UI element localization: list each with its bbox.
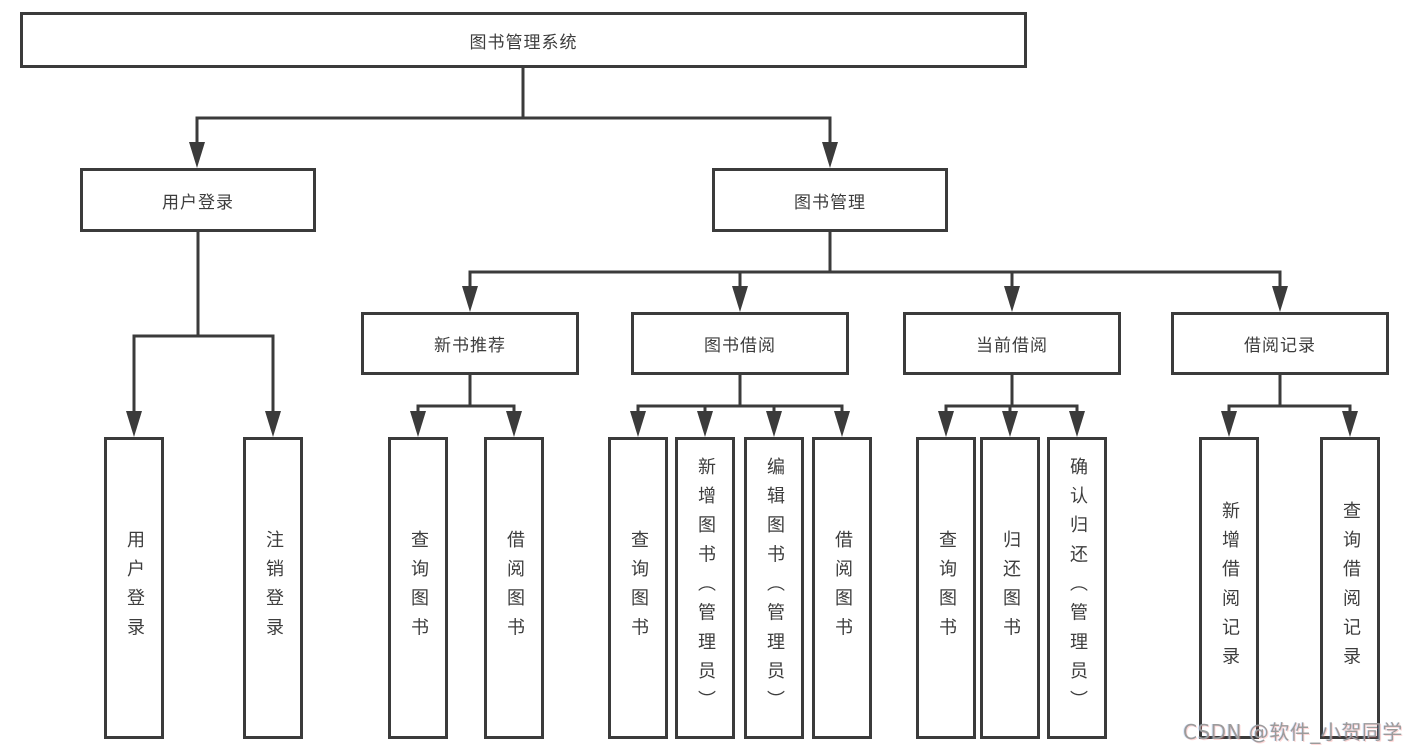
edge-root-to-level2 <box>195 68 832 146</box>
leaf-query-book-current: 查询图书 <box>916 437 976 739</box>
node-user-login-label: 用户登录 <box>162 192 234 213</box>
arrowhead <box>462 286 478 312</box>
arrowhead <box>1272 286 1288 312</box>
arrowhead <box>410 411 426 437</box>
node-borrow-records-label: 借阅记录 <box>1244 336 1316 356</box>
arrowhead <box>506 411 522 437</box>
node-borrow-records: 借阅记录 <box>1171 312 1389 375</box>
leaf-borrow-book-recommend-label: 借阅图书 <box>504 529 525 647</box>
node-book-management-label: 图书管理 <box>794 192 866 213</box>
edge-borrow-to-leaves <box>636 375 844 412</box>
leaf-return-book: 归还图书 <box>980 437 1040 739</box>
node-book-management: 图书管理 <box>712 168 948 232</box>
leaf-logout-login-label: 注销登录 <box>263 529 284 647</box>
node-root-label: 图书管理系统 <box>469 32 578 53</box>
node-current-borrow: 当前借阅 <box>903 312 1121 375</box>
leaf-add-borrow-record: 新增借阅记录 <box>1199 437 1259 739</box>
csdn-watermark: CSDN @软件_小贺同学 <box>1183 720 1403 744</box>
arrowhead <box>938 411 954 437</box>
arrowhead <box>766 411 782 437</box>
edge-userlogin-to-leaves <box>132 232 275 412</box>
leaf-add-book-admin: 新增图书（管理员） <box>675 437 735 739</box>
arrowhead <box>1002 411 1018 437</box>
edge-records-to-leaves <box>1227 375 1352 412</box>
leaf-query-borrow-record: 查询借阅记录 <box>1320 437 1380 739</box>
leaf-borrow-book: 借阅图书 <box>812 437 872 739</box>
leaf-query-borrow-record-label: 查询借阅记录 <box>1340 500 1361 676</box>
arrowhead <box>265 411 281 437</box>
arrowhead <box>822 142 838 168</box>
node-new-book-recommend-label: 新书推荐 <box>434 336 506 356</box>
node-current-borrow-label: 当前借阅 <box>976 336 1048 356</box>
leaf-borrow-book-recommend: 借阅图书 <box>484 437 544 739</box>
node-book-borrow: 图书借阅 <box>631 312 849 375</box>
arrowhead <box>189 142 205 168</box>
edge-bookmgmt-to-level3 <box>468 232 1282 290</box>
leaf-return-book-label: 归还图书 <box>1000 529 1021 647</box>
leaf-query-book-recommend-label: 查询图书 <box>408 529 429 647</box>
leaf-user-login-label: 用户登录 <box>124 529 145 647</box>
arrowhead <box>1221 411 1237 437</box>
edge-current-to-leaves <box>944 375 1079 412</box>
leaf-borrow-book-label: 借阅图书 <box>832 529 853 647</box>
leaf-confirm-return-admin-label: 确认归还（管理员） <box>1067 456 1088 720</box>
leaf-query-book-borrow: 查询图书 <box>608 437 668 739</box>
leaf-edit-book-admin: 编辑图书（管理员） <box>744 437 804 739</box>
leaf-query-book-recommend: 查询图书 <box>388 437 448 739</box>
edge-recommend-to-leaves <box>416 375 516 412</box>
node-book-borrow-label: 图书借阅 <box>704 336 776 356</box>
arrowhead <box>697 411 713 437</box>
arrowhead <box>126 411 142 437</box>
node-user-login: 用户登录 <box>80 168 316 232</box>
leaf-add-borrow-record-label: 新增借阅记录 <box>1219 500 1240 676</box>
arrowhead <box>732 286 748 312</box>
node-root-system: 图书管理系统 <box>20 12 1027 68</box>
arrowhead <box>834 411 850 437</box>
node-new-book-recommend: 新书推荐 <box>361 312 579 375</box>
arrowhead <box>1069 411 1085 437</box>
leaf-logout-login: 注销登录 <box>243 437 303 739</box>
leaf-query-book-current-label: 查询图书 <box>936 529 957 647</box>
arrowhead <box>1342 411 1358 437</box>
leaf-user-login: 用户登录 <box>104 437 164 739</box>
leaf-query-book-borrow-label: 查询图书 <box>628 529 649 647</box>
arrowhead <box>1004 286 1020 312</box>
arrowhead <box>630 411 646 437</box>
leaf-confirm-return-admin: 确认归还（管理员） <box>1047 437 1107 739</box>
leaf-edit-book-admin-label: 编辑图书（管理员） <box>764 456 785 720</box>
leaf-add-book-admin-label: 新增图书（管理员） <box>695 456 716 720</box>
